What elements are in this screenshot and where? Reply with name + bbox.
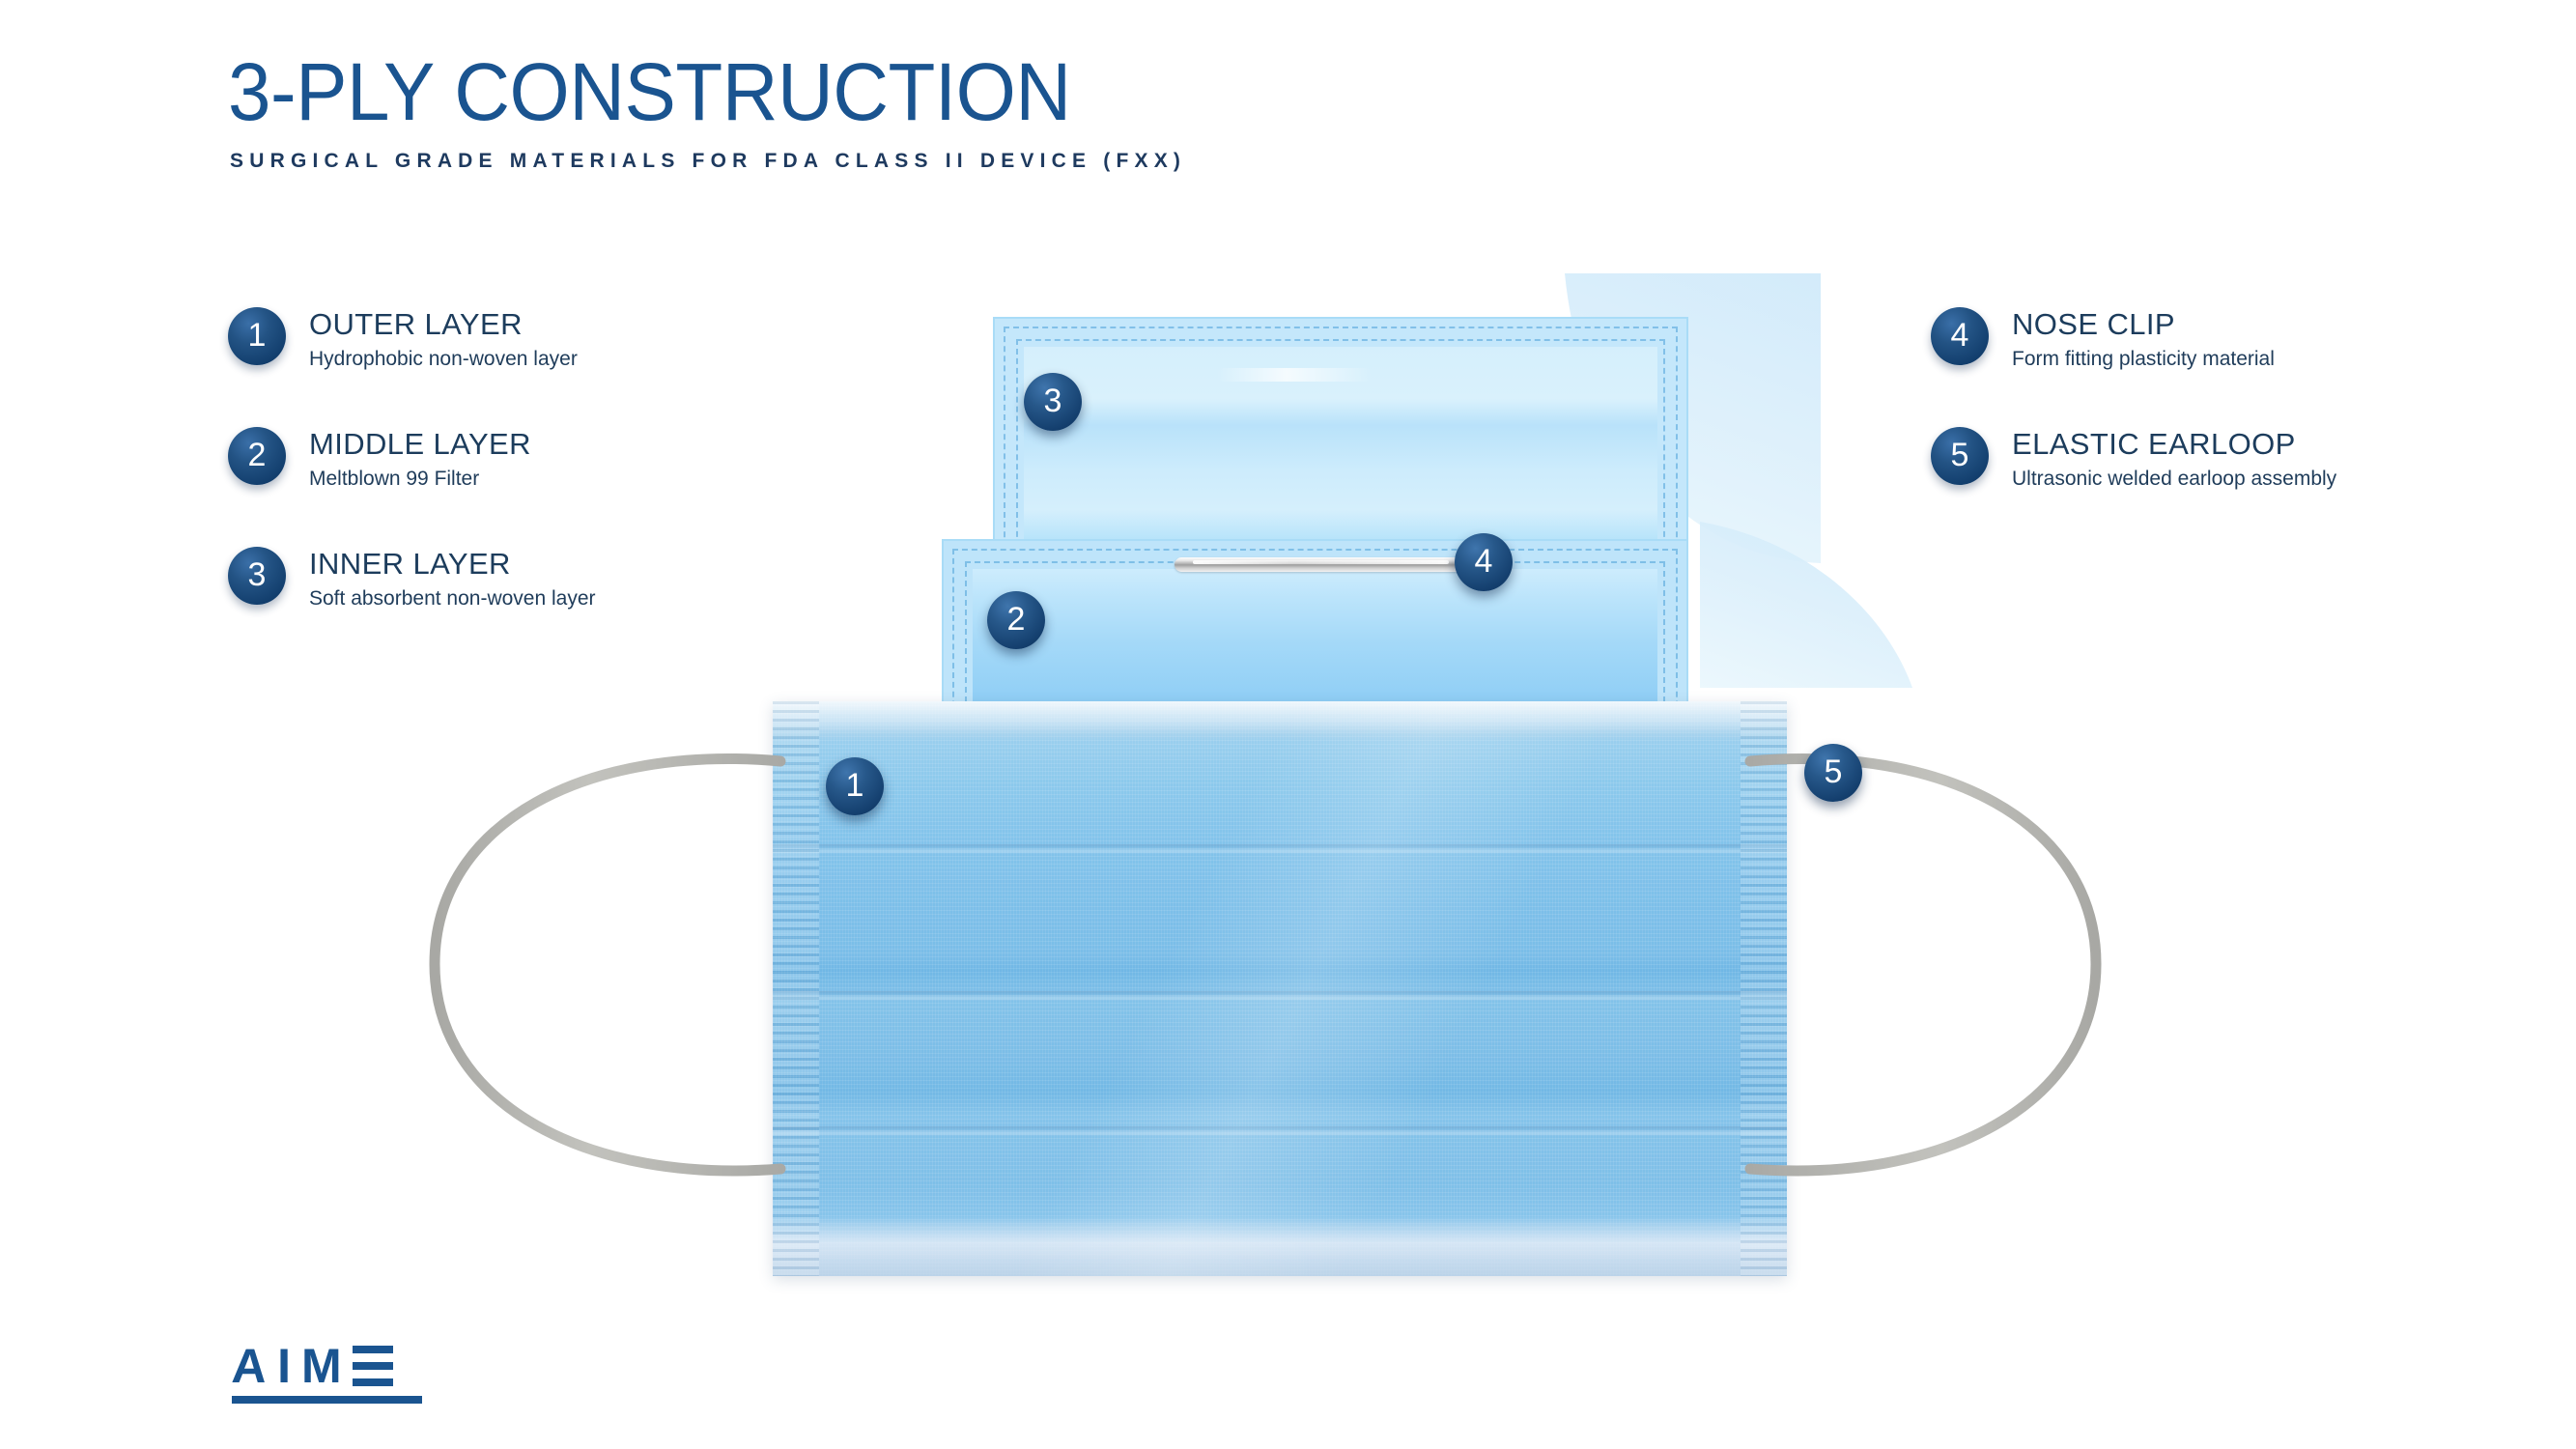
elastic-earloop-right — [1744, 753, 2102, 1177]
legend-badge-5: 5 — [1931, 426, 1989, 485]
legend-badge-3: 3 — [228, 546, 286, 605]
legend-desc-inner-layer: Soft absorbent non-woven layer — [309, 587, 596, 611]
legend-desc-middle-layer: Meltblown 99 Filter — [309, 468, 480, 491]
callout-badge-middle-layer[interactable]: 2 — [987, 591, 1045, 649]
callout-badge-outer-layer[interactable]: 1 — [826, 757, 884, 815]
callout-badge-nose-clip[interactable]: 4 — [1455, 533, 1513, 591]
stitch-line-inner — [965, 561, 1665, 789]
logo-e-bar-bottom — [352, 1378, 393, 1386]
nose-clip-bar — [1175, 557, 1479, 572]
legend-desc-elastic-earloop: Ultrasonic welded earloop assembly — [2012, 468, 2337, 491]
pleat-fold — [773, 991, 1787, 1001]
logo-letter-e-bars-icon — [352, 1346, 393, 1387]
welded-bottom-edge — [773, 1216, 1787, 1276]
fabric-highlight — [1217, 368, 1372, 382]
callout-badge-inner-layer[interactable]: 3 — [1024, 373, 1082, 431]
middle-layer-fabric — [973, 569, 1657, 781]
logo-letter-i: I — [277, 1339, 292, 1393]
page-subtitle: SURGICAL GRADE MATERIALS FOR FDA CLASS I… — [230, 150, 1187, 172]
middle-layer-ply — [942, 539, 1688, 811]
stitch-line-outer — [952, 549, 1678, 802]
pleat-fold — [773, 1126, 1787, 1136]
pleat-fold — [773, 844, 1787, 854]
legend-desc-outer-layer: Hydrophobic non-woven layer — [309, 348, 578, 371]
legend-desc-nose-clip: Form fitting plasticity material — [2012, 348, 2275, 371]
fabric-weave-texture — [773, 701, 1787, 1276]
header: 3-PLY CONSTRUCTION SURGICAL GRADE MATERI… — [228, 45, 1580, 173]
stitch-line-inner — [1016, 339, 1665, 681]
decorative-wedge-top-icon — [1565, 273, 1821, 563]
legend-right-column: 4 NOSE CLIP Form fitting plasticity mate… — [1931, 307, 2414, 547]
decorative-wedge-bottom-icon — [1700, 522, 1912, 688]
outer-layer-mask — [773, 701, 1787, 1276]
logo-e-bar-top — [352, 1346, 393, 1353]
page-title: 3-PLY CONSTRUCTION — [228, 45, 1071, 137]
legend-item-outer-layer[interactable]: 1 OUTER LAYER Hydrophobic non-woven laye… — [228, 307, 711, 373]
legend-text-group: MIDDLE LAYER Meltblown 99 Filter — [309, 427, 531, 493]
welded-top-edge — [773, 701, 1787, 742]
legend-item-middle-layer[interactable]: 2 MIDDLE LAYER Meltblown 99 Filter — [228, 426, 711, 493]
logo-letterforms: A I M — [230, 1339, 425, 1393]
legend-item-elastic-earloop[interactable]: 5 ELASTIC EARLOOP Ultrasonic welded earl… — [1931, 426, 2414, 493]
mask-sheen — [773, 701, 1787, 1276]
legend-text-group: ELASTIC EARLOOP Ultrasonic welded earloo… — [2012, 427, 2336, 493]
crimped-left-edge — [773, 701, 819, 1276]
crimped-right-edge — [1741, 701, 1787, 1276]
legend-text-group: OUTER LAYER Hydrophobic non-woven layer — [309, 307, 578, 373]
logo-letter-a: A — [230, 1339, 269, 1393]
inner-layer-fabric — [1024, 347, 1657, 673]
logo-underline-rule — [232, 1396, 422, 1404]
logo-letter-m: M — [301, 1339, 342, 1393]
inner-layer-ply — [993, 317, 1688, 703]
legend-title-inner-layer: INNER LAYER — [309, 546, 511, 581]
elastic-earloop-left — [429, 753, 786, 1177]
legend-title-middle-layer: MIDDLE LAYER — [309, 426, 531, 461]
logo-e-bar-middle — [352, 1362, 393, 1370]
legend-title-nose-clip: NOSE CLIP — [2012, 307, 2175, 341]
legend-title-elastic-earloop: ELASTIC EARLOOP — [2012, 426, 2296, 461]
legend-text-group: INNER LAYER Soft absorbent non-woven lay… — [309, 547, 596, 612]
legend-item-inner-layer[interactable]: 3 INNER LAYER Soft absorbent non-woven l… — [228, 546, 711, 612]
legend-badge-2: 2 — [228, 426, 286, 485]
legend-left-column: 1 OUTER LAYER Hydrophobic non-woven laye… — [228, 307, 711, 667]
stitch-line-outer — [1004, 327, 1678, 694]
aime-logo[interactable]: A I M — [230, 1339, 425, 1404]
legend-item-nose-clip[interactable]: 4 NOSE CLIP Form fitting plasticity mate… — [1931, 307, 2414, 373]
legend-badge-1: 1 — [228, 307, 286, 365]
legend-title-outer-layer: OUTER LAYER — [309, 307, 523, 341]
legend-text-group: NOSE CLIP Form fitting plasticity materi… — [2012, 307, 2275, 373]
legend-badge-4: 4 — [1931, 307, 1989, 365]
callout-badge-elastic-earloop[interactable]: 5 — [1804, 744, 1862, 802]
